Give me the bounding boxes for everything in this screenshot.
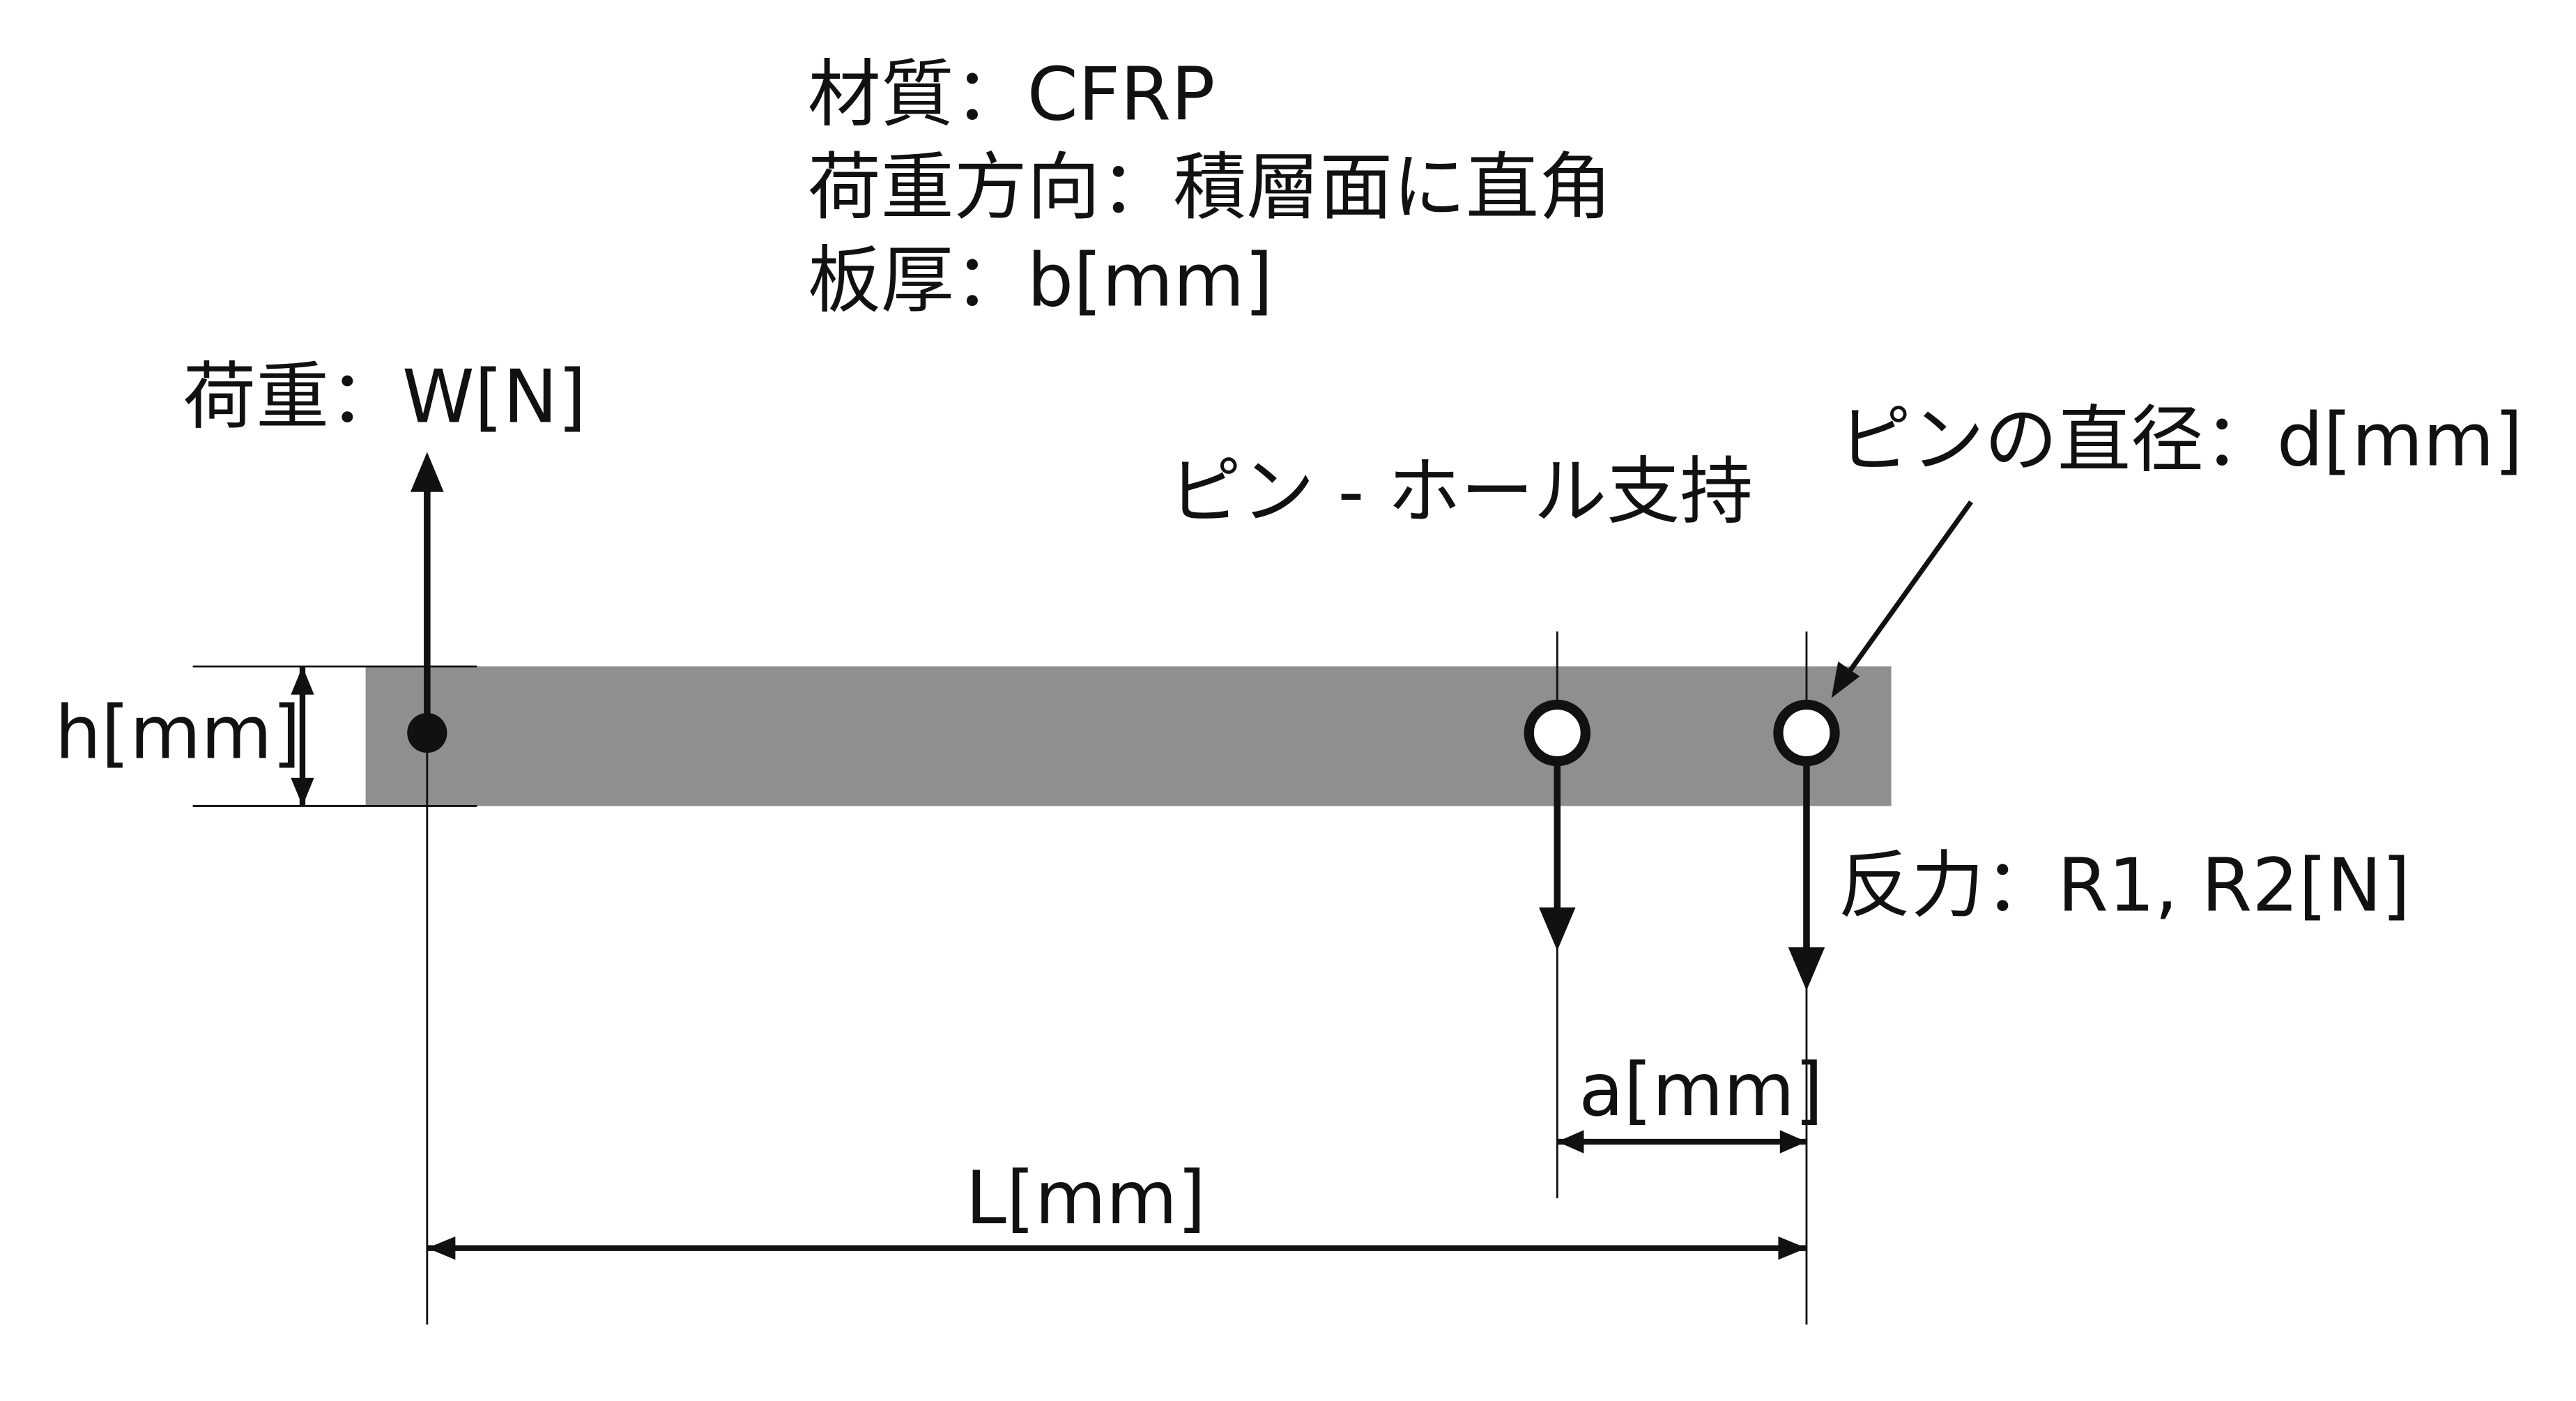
pin-diameter-arrowhead [1831, 661, 1860, 698]
height-label: h[mm] [55, 690, 301, 775]
pin-diameter-leader [1842, 500, 1973, 680]
material-label: 材質：CFRP [808, 52, 1215, 137]
pin-diameter-label: ピンの直径：d[mm] [1838, 398, 2522, 483]
length-arrowhead-right [1778, 1236, 1807, 1260]
pin1-hole [1524, 699, 1590, 767]
thickness-label: 板厚：b[mm] [808, 238, 1273, 323]
support-label: ピン - ホール支持 [1168, 450, 1753, 535]
length-arrowhead-left [427, 1236, 456, 1260]
pin-spacing-label: a[mm] [1579, 1048, 1823, 1133]
beam [365, 666, 1892, 806]
pin-spacing-arrowhead-right [1779, 1130, 1807, 1154]
reaction2-arrowhead [1788, 947, 1825, 991]
load-arrowhead [410, 452, 444, 492]
load-point [407, 712, 447, 753]
length-label: L[mm] [965, 1156, 1206, 1241]
height-arrowhead-top [291, 666, 314, 695]
height-arrowhead-bottom [291, 777, 314, 806]
pin-spacing-arrowhead-left [1557, 1130, 1584, 1154]
reaction1-arrowhead [1539, 907, 1576, 951]
load-label: 荷重：W[N] [183, 355, 586, 440]
load-direction-label: 荷重方向：積層面に直角 [808, 145, 1612, 230]
pin2-hole [1773, 699, 1840, 767]
reaction-label: 反力：R1, R2[N] [1838, 843, 2410, 928]
